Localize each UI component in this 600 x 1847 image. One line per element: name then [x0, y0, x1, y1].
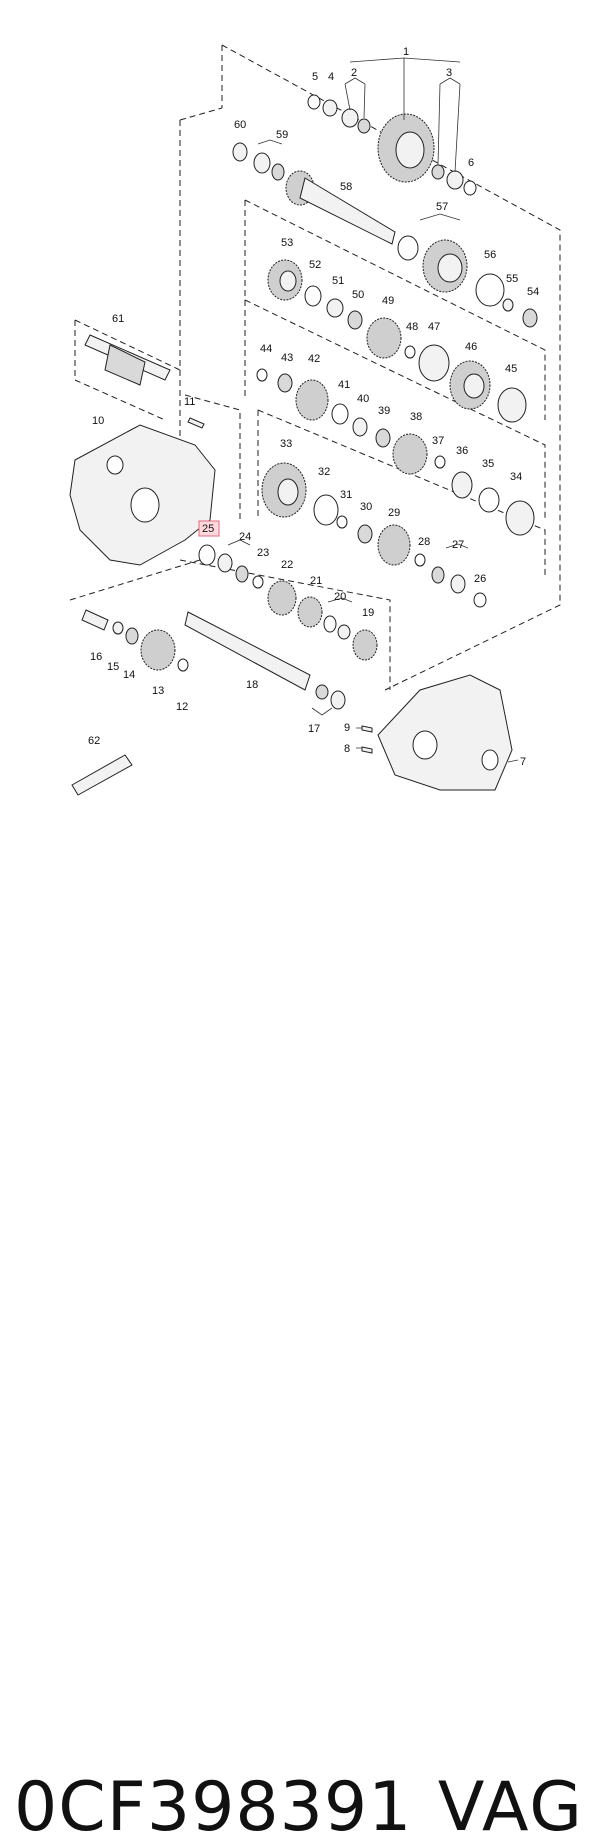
callout-52: 52: [309, 259, 321, 271]
callout-36: 36: [456, 445, 468, 457]
input-shaft-group: [184, 544, 378, 710]
bolts: [187, 417, 373, 754]
callout-38: 38: [410, 411, 422, 423]
callout-39: 39: [378, 405, 390, 417]
callout-35: 35: [482, 458, 494, 470]
callout-44: 44: [260, 343, 272, 355]
gear-row-43-45: [256, 368, 527, 475]
callout-6: 6: [468, 157, 474, 169]
housing-10: [69, 424, 216, 566]
callout-4: 4: [328, 71, 334, 83]
callout-20: 20: [334, 591, 346, 603]
callout-51: 51: [332, 275, 344, 287]
callout-55: 55: [506, 273, 518, 285]
callout-32: 32: [318, 466, 330, 478]
callout-22: 22: [281, 559, 293, 571]
callout-30: 30: [360, 501, 372, 513]
callout-56: 56: [484, 249, 496, 261]
callout-18: 18: [246, 679, 258, 691]
callout-34: 34: [510, 471, 522, 483]
callout-27: 27: [452, 539, 464, 551]
callout-12: 12: [176, 701, 188, 713]
callout-62: 62: [88, 735, 100, 747]
callout-19: 19: [362, 607, 374, 619]
callout-60: 60: [234, 119, 246, 131]
callout-54: 54: [527, 286, 539, 298]
callout-45: 45: [505, 363, 517, 375]
callout-21: 21: [310, 575, 322, 587]
callout-43: 43: [281, 352, 293, 364]
exploded-parts-diagram: 1 2 3 4 5 6 7 8 9 10 11 12 13 14 15 16 1…: [69, 44, 561, 796]
brand-name: VAG: [437, 1768, 584, 1847]
callout-8: 8: [344, 743, 350, 755]
reverse-shaft-group: [81, 609, 189, 672]
callout-31: 31: [340, 489, 352, 501]
callout-11: 11: [184, 396, 195, 408]
callout-26: 26: [474, 573, 486, 585]
callout-25: 25: [202, 523, 214, 535]
callout-57: 57: [436, 201, 448, 213]
callout-61: 61: [112, 313, 124, 325]
leader-lines: [227, 57, 519, 763]
callout-13: 13: [152, 685, 164, 697]
gear-row-33-34: [261, 462, 535, 608]
callout-23: 23: [257, 547, 269, 559]
callout-9: 9: [344, 722, 350, 734]
callout-40: 40: [357, 393, 369, 405]
differential-assembly: [307, 94, 477, 196]
callout-5: 5: [312, 71, 318, 83]
callout-49: 49: [382, 295, 394, 307]
callout-42: 42: [308, 353, 320, 365]
callout-46: 46: [465, 341, 477, 353]
callout-14: 14: [123, 669, 135, 681]
callout-10: 10: [92, 415, 104, 427]
caption-bar: 0CF398391 VAG: [0, 880, 600, 1847]
callout-24: 24: [239, 531, 251, 543]
callout-16: 16: [90, 651, 102, 663]
callout-2: 2: [351, 67, 357, 79]
gear-row-53-54: [267, 259, 538, 410]
callout-33: 33: [280, 438, 292, 450]
callout-3: 3: [446, 67, 452, 79]
housing-7: [377, 674, 513, 791]
callout-15: 15: [107, 661, 119, 673]
callout-29: 29: [388, 507, 400, 519]
callout-1: 1: [403, 46, 409, 58]
callout-41: 41: [338, 379, 350, 391]
shaft-58: [232, 142, 468, 293]
callout-58: 58: [340, 181, 352, 193]
callout-53: 53: [281, 237, 293, 249]
callout-28: 28: [418, 536, 430, 548]
callout-labels: 1 2 3 4 5 6 7 8 9 10 11 12 13 14 15 16 1…: [88, 46, 539, 768]
sealant-tube-62: [71, 754, 133, 796]
callout-7: 7: [520, 756, 526, 768]
callout-47: 47: [428, 321, 440, 333]
highlight-box-25: [198, 520, 220, 537]
callout-48: 48: [406, 321, 418, 333]
callout-17: 17: [308, 723, 320, 735]
callout-50: 50: [352, 289, 364, 301]
part-number: 0CF398391: [14, 1768, 413, 1847]
callout-59: 59: [276, 129, 288, 141]
shift-mechanism-61: [84, 334, 171, 386]
callout-37: 37: [432, 435, 444, 447]
